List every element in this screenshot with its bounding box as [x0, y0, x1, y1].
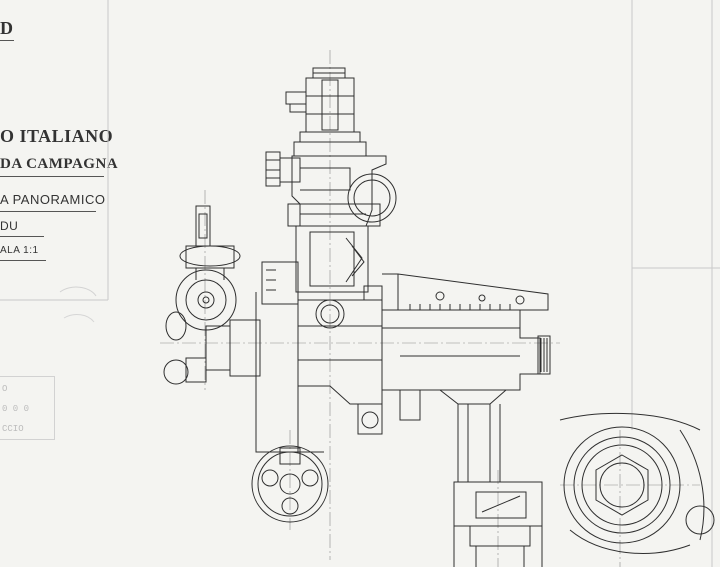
head-housing — [265, 151, 397, 227]
title-underline-5 — [0, 260, 46, 261]
code-underline — [0, 40, 14, 41]
lower-stem — [453, 404, 543, 567]
stamp-row-2: 0 0 0 — [2, 404, 30, 414]
faint-sketch-mark-2 — [63, 314, 95, 323]
archive-stamp — [0, 376, 55, 440]
title-line-5: ALA 1:1 — [0, 245, 39, 256]
title-line-1: O ITALIANO — [0, 126, 114, 146]
top-eyepiece — [285, 67, 367, 157]
title-underline-4 — [0, 236, 44, 237]
title-line-4: DU — [0, 219, 19, 233]
title-underline-2 — [0, 176, 104, 177]
hex-nut-assembly — [559, 412, 715, 554]
faint-sketch-mark — [59, 286, 97, 297]
scale-ticks — [409, 304, 511, 310]
stamp-row-1: O — [2, 384, 8, 394]
title-line-2: DA CAMPAGNA — [0, 156, 119, 172]
bottom-handwheel — [251, 445, 329, 523]
main-body — [205, 292, 383, 453]
title-underline-3 — [0, 211, 96, 212]
right-arm — [382, 273, 551, 421]
level-assembly — [163, 205, 241, 385]
stamp-row-3: CCIO — [2, 424, 24, 434]
central-column — [261, 225, 383, 329]
title-line-3: A PANORAMICO — [0, 192, 106, 207]
drawing-code: D — [0, 18, 14, 38]
